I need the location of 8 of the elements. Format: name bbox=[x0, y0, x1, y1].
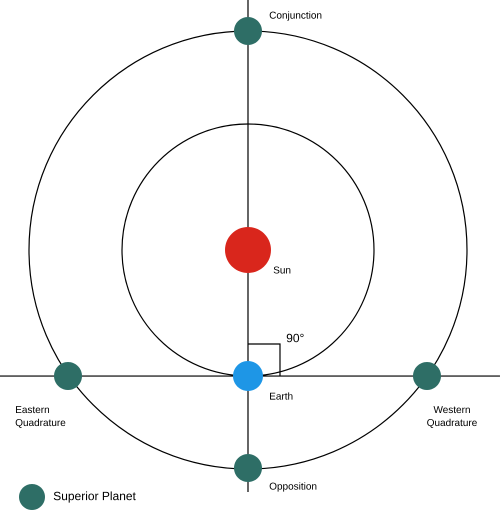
node-label: Earth bbox=[270, 392, 292, 400]
node-label: Western Quadrature bbox=[427, 406, 477, 428]
legend-label: Superior Planet bbox=[54, 491, 136, 503]
node-label: Sun bbox=[274, 266, 290, 274]
angle-label: 90° bbox=[286, 334, 304, 342]
node-label: Conjunction bbox=[270, 11, 322, 21]
node-label: Eastern Quadrature bbox=[16, 406, 66, 428]
node-label: Opposition bbox=[270, 482, 316, 492]
